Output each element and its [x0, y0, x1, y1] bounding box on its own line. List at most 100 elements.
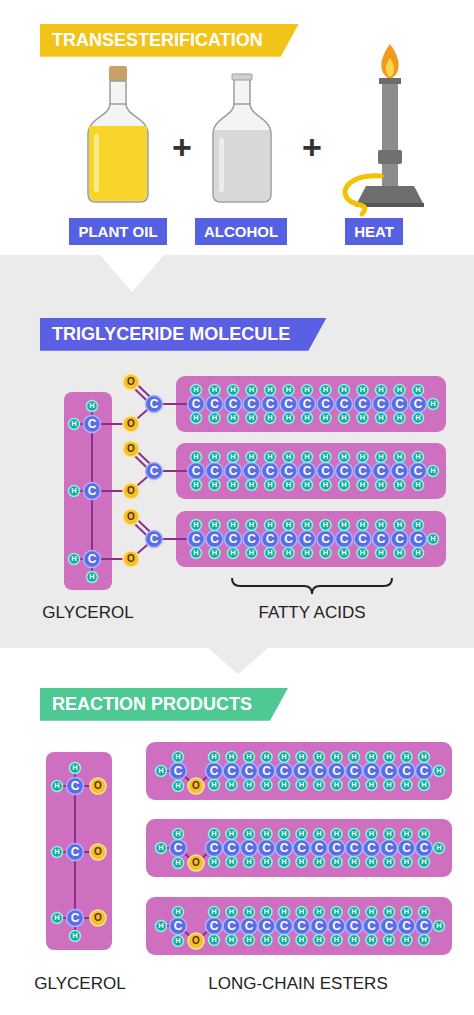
hydrogen-atom-label: H — [286, 453, 291, 461]
hydrogen-atom-label: H — [286, 386, 291, 394]
alcohol-liquid — [214, 130, 270, 201]
atom-circle — [376, 548, 387, 559]
hydrogen-atom-label: H — [299, 936, 304, 944]
hydrogen-atom-label: H — [158, 922, 163, 930]
carbon-atom-label: C — [266, 398, 275, 410]
atom-circle — [276, 918, 293, 935]
atom-circle — [419, 780, 430, 791]
atom-circle — [434, 766, 445, 777]
atom-circle — [346, 840, 363, 857]
atom-circle — [413, 548, 424, 559]
carbon-atom-label: C — [321, 398, 330, 410]
atom-circle — [391, 531, 408, 548]
atom-circle — [246, 480, 257, 491]
hydrogen-atom-label: H — [334, 753, 339, 761]
atom-circle — [156, 843, 167, 854]
part-caption: FATTY ACIDS — [258, 604, 365, 621]
carbon-atom-label: C — [210, 765, 219, 777]
carbon-atom-label: C — [321, 533, 330, 545]
burner-collar — [379, 78, 401, 84]
bottle-lip — [232, 74, 252, 80]
carbon-atom-label: C — [150, 398, 159, 410]
atom-circle — [276, 763, 293, 780]
bottle-neck — [110, 81, 126, 105]
atom-circle — [302, 413, 313, 424]
hydrogen-atom-label: H — [341, 386, 346, 394]
atom-circle — [209, 829, 220, 840]
carbon-atom-label: C — [420, 842, 429, 854]
atom-circle — [265, 520, 276, 531]
title-banner: TRANSESTERIFICATION — [40, 24, 299, 57]
hydrogen-atom-label: H — [421, 936, 426, 944]
atom-circle — [401, 829, 412, 840]
oxygen-atom-label: O — [127, 377, 135, 387]
hydrogen-atom-label: H — [316, 908, 321, 916]
atom-circle — [67, 910, 84, 927]
atom-circle — [320, 520, 331, 531]
oxygen-atom-label: O — [192, 858, 200, 868]
hydrogen-atom-label: H — [299, 830, 304, 838]
hydrogen-atom-label: H — [230, 521, 235, 529]
hydrogen-atom-label: H — [246, 908, 251, 916]
atom-circle — [123, 416, 139, 432]
hydrogen-atom-label: H — [378, 481, 383, 489]
atom-circle — [246, 385, 257, 396]
atom-circle — [320, 548, 331, 559]
hydrogen-atom-label: H — [267, 521, 272, 529]
hydrogen-atom-label: H — [341, 414, 346, 422]
hydrogen-atom-label: H — [304, 386, 309, 394]
carbon-atom-label: C — [332, 842, 341, 854]
atom-circle — [276, 840, 293, 857]
atom-circle — [173, 781, 184, 792]
atom-circle — [311, 763, 328, 780]
oxygen-atom-label: O — [127, 444, 135, 454]
atom-circle — [302, 520, 313, 531]
hydrogen-atom-label: H — [267, 453, 272, 461]
atom-circle — [258, 763, 275, 780]
atom-circle — [328, 840, 345, 857]
ester-box — [146, 897, 452, 955]
atom-circle — [52, 847, 63, 858]
hydrogen-atom-label: H — [404, 858, 409, 866]
hydrogen-atom-label: H — [193, 481, 198, 489]
atom-circle — [302, 452, 313, 463]
carbon-atom-label: C — [340, 465, 349, 477]
hydrogen-atom-label: H — [316, 830, 321, 838]
atom-circle — [317, 531, 334, 548]
atom-circle — [280, 531, 297, 548]
burner-base — [356, 186, 424, 205]
hydrogen-atom-label: H — [246, 936, 251, 944]
atom-circle — [170, 918, 187, 935]
label-text: REACTION PRODUCTS — [52, 694, 252, 715]
atom-circle — [296, 907, 307, 918]
hydrogen-atom-label: H — [264, 753, 269, 761]
atom-circle — [209, 413, 220, 424]
hydrogen-atom-label: H — [341, 549, 346, 557]
atom-circle — [311, 918, 328, 935]
atom-circle — [384, 752, 395, 763]
hydrogen-atom-label: H — [351, 753, 356, 761]
part-caption: LONG-CHAIN ESTERS — [208, 975, 387, 992]
atom-circle — [244, 752, 255, 763]
hydrogen-atom-label: H — [316, 753, 321, 761]
hydrogen-atom-label: H — [341, 481, 346, 489]
atom-circle — [206, 763, 223, 780]
atom-circle — [416, 918, 433, 935]
atom-circle — [279, 935, 290, 946]
atom-circle — [320, 480, 331, 491]
hydrogen-atom-label: H — [323, 521, 328, 529]
hydrogen-atom-label: H — [230, 481, 235, 489]
atom-circle — [296, 752, 307, 763]
bottle-neck — [234, 78, 250, 105]
atom-circle — [293, 840, 310, 857]
hydrogen-atom-label: H — [212, 414, 217, 422]
atoms — [52, 374, 445, 949]
hydrogen-atom-label: H — [246, 858, 251, 866]
atom-circle — [401, 857, 412, 868]
oxygen-atom-label: O — [127, 512, 135, 522]
brace — [232, 578, 392, 594]
atom-circle — [209, 907, 220, 918]
hydrogen-atom-label: H — [386, 858, 391, 866]
hydrogen-atom-label: H — [212, 481, 217, 489]
atom-circle — [410, 463, 427, 480]
